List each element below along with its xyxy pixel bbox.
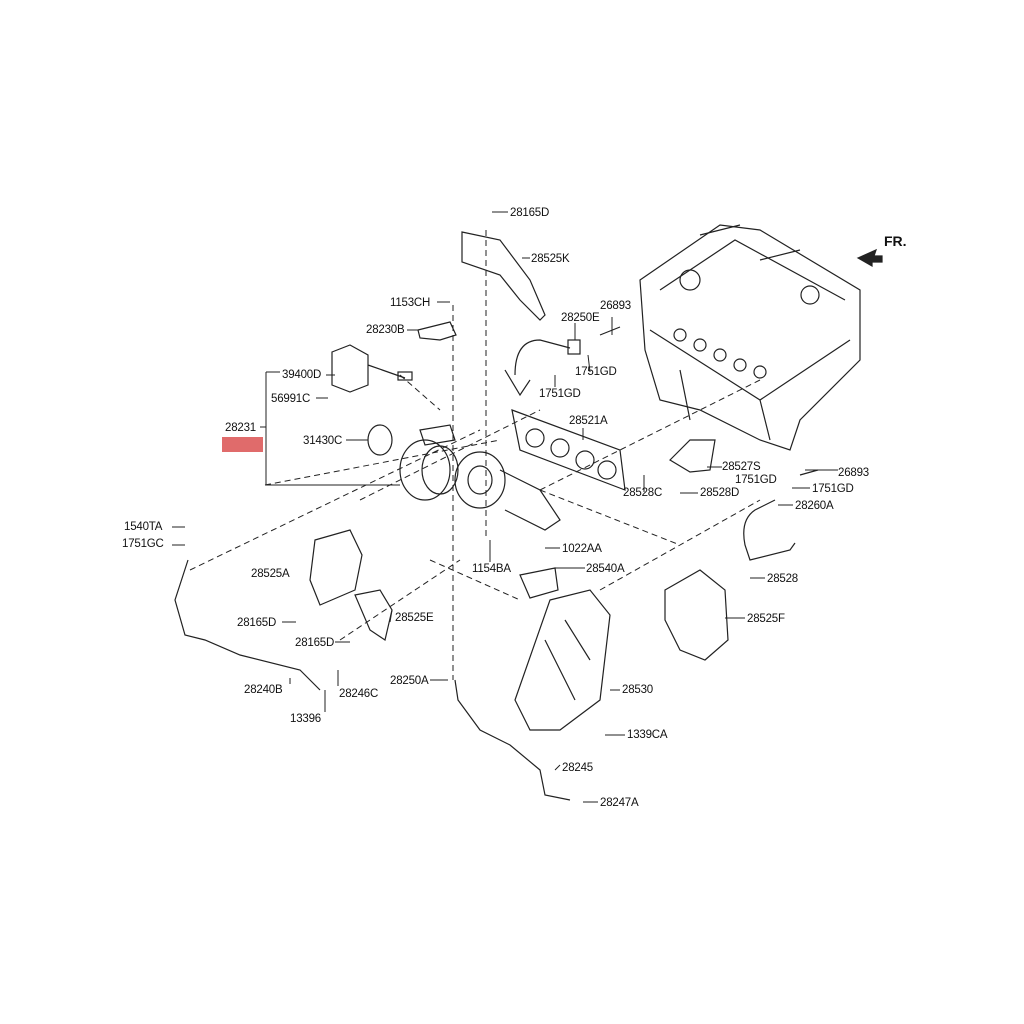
group-bracket-28231	[260, 371, 400, 486]
part-label[interactable]: 28525K	[531, 253, 570, 265]
part-label[interactable]: 1540TA	[124, 521, 163, 533]
part-label[interactable]: 26893	[838, 467, 869, 479]
part-label[interactable]: 28250A	[390, 675, 429, 687]
part-label[interactable]: 1751GC	[122, 538, 164, 550]
bracket-28527S	[669, 439, 716, 473]
part-label[interactable]: 1153CH	[390, 297, 431, 309]
part-label[interactable]: 28525E	[395, 612, 434, 624]
part-label[interactable]: 1154BA	[472, 563, 511, 575]
part-label[interactable]: 28246C	[339, 688, 379, 700]
part-label[interactable]: 28528	[767, 573, 798, 585]
part-label[interactable]: 28260A	[795, 500, 834, 512]
water-pipe-28260A	[743, 499, 796, 561]
heat-shield-28525F	[664, 569, 729, 661]
part-label[interactable]: 28540A	[586, 563, 625, 575]
part-label[interactable]: 28247A	[600, 797, 639, 809]
part-label[interactable]: 26893	[600, 300, 631, 312]
part-label[interactable]: 28230B	[366, 324, 405, 336]
catalytic-converter-28530	[514, 567, 611, 731]
heat-shield-28525E	[354, 589, 393, 641]
part-label[interactable]: 28231	[225, 422, 256, 434]
part-label[interactable]: 28250E	[561, 312, 600, 324]
part-label[interactable]: 28165D	[295, 637, 335, 649]
pipe-28245	[454, 679, 571, 801]
heat-shield-28525K	[461, 231, 546, 321]
part-label[interactable]: 31430C	[303, 435, 343, 447]
part-label[interactable]: 28528C	[623, 487, 663, 499]
dashed-guide-lines	[189, 230, 761, 680]
part-label[interactable]: 28521A	[569, 415, 608, 427]
part-label[interactable]: 1751GD	[812, 483, 854, 495]
part-label[interactable]: 28530	[622, 684, 653, 696]
leader-lines	[172, 211, 838, 803]
actuator-39400D	[331, 344, 406, 393]
oil-pipe-28250E	[504, 339, 571, 397]
part-label[interactable]: 28165D	[237, 617, 277, 629]
manifold-gasket-28521A	[511, 409, 626, 491]
part-label[interactable]: 28245	[562, 762, 593, 774]
part-label[interactable]: 28240B	[244, 684, 283, 696]
part-label[interactable]: 1751GD	[539, 388, 581, 400]
part-label[interactable]: 28528D	[700, 487, 740, 499]
oil-return-pipe-28240B	[174, 559, 321, 691]
highlighted-part-marker	[222, 437, 263, 452]
part-label[interactable]: 56991C	[271, 393, 311, 405]
part-label[interactable]: 39400D	[282, 369, 322, 381]
part-label[interactable]: 1339CA	[627, 729, 668, 741]
part-label[interactable]: 1751GD	[735, 474, 777, 486]
front-direction-label: FR.	[884, 233, 907, 249]
part-label[interactable]: 1751GD	[575, 366, 617, 378]
part-label[interactable]: 28527S	[722, 461, 761, 473]
part-label[interactable]: 13396	[290, 713, 321, 725]
engine-head-drawing	[639, 224, 861, 451]
part-label[interactable]: 28525F	[747, 613, 785, 625]
gasket-28230B	[417, 321, 457, 341]
front-arrow-icon	[856, 248, 883, 268]
part-label[interactable]: 28165D	[510, 207, 550, 219]
seal-31430C	[367, 424, 393, 456]
turbocharger-drawing	[399, 424, 561, 531]
heat-shield-28525A	[309, 529, 363, 606]
part-label[interactable]: 1022AA	[562, 543, 602, 555]
part-label[interactable]: 28525A	[251, 568, 290, 580]
